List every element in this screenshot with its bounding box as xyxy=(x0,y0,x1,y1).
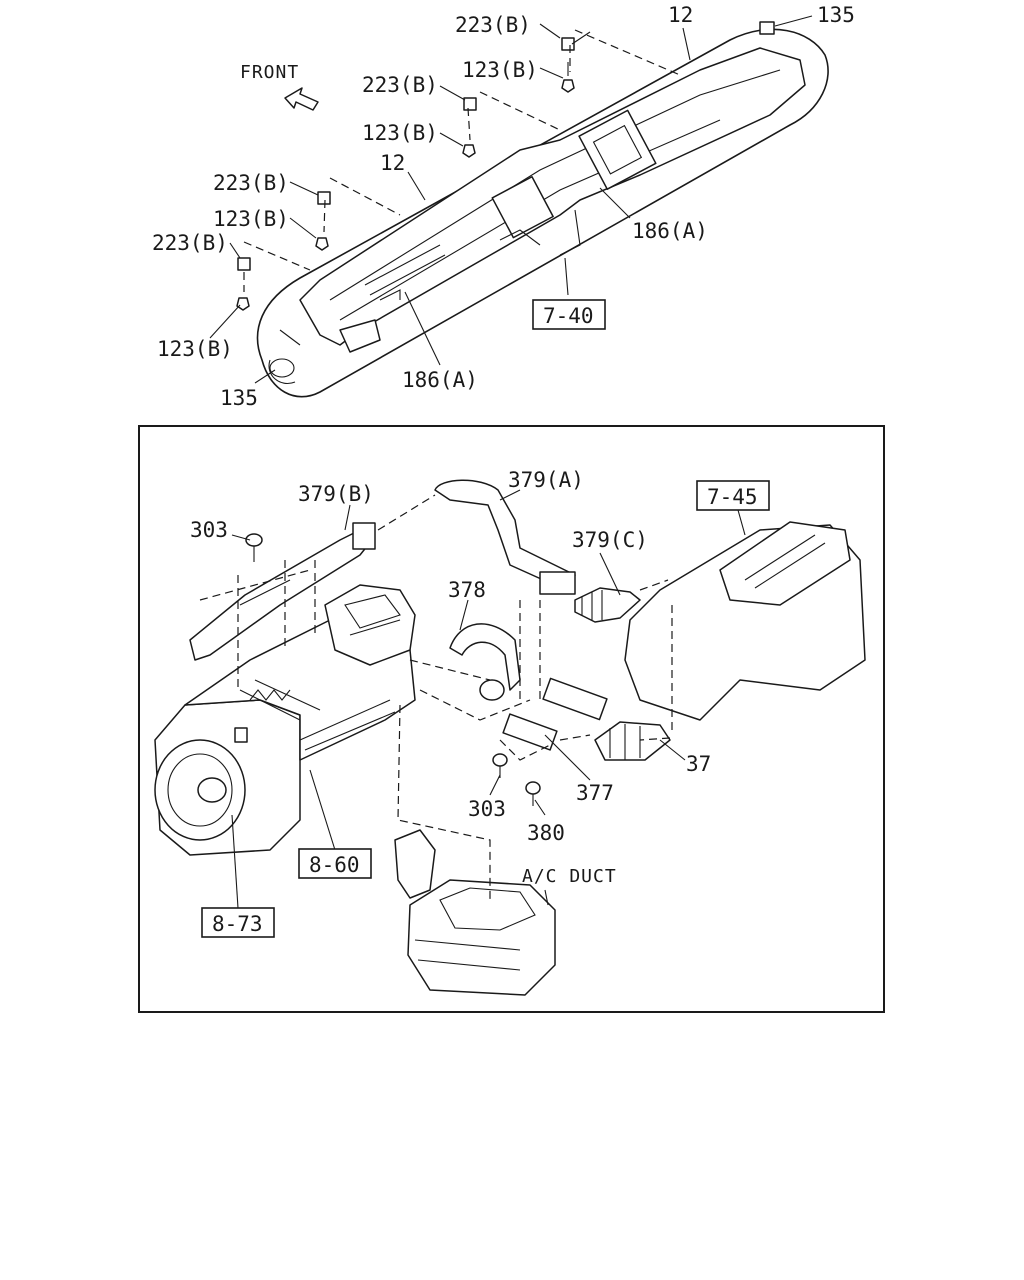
screw-380 xyxy=(525,781,541,806)
callout-123b-3: 123(B) xyxy=(213,207,289,231)
fastener-clip-4 xyxy=(237,257,251,271)
overhead-console-duct-assembly xyxy=(209,15,829,398)
ref-box-7-45 xyxy=(696,480,770,511)
callout-303-top: 303 xyxy=(190,518,228,542)
rear-outlet-grille xyxy=(719,521,851,606)
fastener-clip-2 xyxy=(463,97,477,111)
lower-detail-frame xyxy=(138,425,885,1013)
pipe-a xyxy=(542,677,608,721)
callout-377: 377 xyxy=(576,781,614,805)
callout-123b-1: 123(B) xyxy=(462,58,538,82)
callout-223b-3: 223(B) xyxy=(213,171,289,195)
callout-135-2: 135 xyxy=(220,386,258,410)
callout-378: 378 xyxy=(448,578,486,602)
ref-box-8-60 xyxy=(298,848,372,879)
callout-223b-1: 223(B) xyxy=(455,13,531,37)
screw-303-top xyxy=(245,533,263,562)
duct-outlet-right xyxy=(578,109,657,190)
fastener-screw-3 xyxy=(315,237,329,251)
callout-379b: 379(B) xyxy=(298,482,374,506)
screw-303-bottom xyxy=(492,753,508,778)
ref-box-7-45-label: 7-45 xyxy=(707,485,758,509)
callout-37: 37 xyxy=(686,752,711,776)
fastener-screw-4 xyxy=(236,297,250,311)
hose-378 xyxy=(449,623,521,691)
callout-223b-4: 223(B) xyxy=(152,231,228,255)
duct-end-left xyxy=(339,319,381,353)
callout-123b-4: 123(B) xyxy=(157,337,233,361)
duct-379a-connector xyxy=(539,571,576,595)
ref-box-8-73-label: 8-73 xyxy=(212,912,263,936)
connector-37 xyxy=(594,721,671,761)
ref-box-8-73 xyxy=(201,907,275,938)
fastener-135-top xyxy=(759,21,775,35)
duct-379a xyxy=(434,479,576,593)
ref-box-7-40 xyxy=(532,299,606,330)
callout-223b-2: 223(B) xyxy=(362,73,438,97)
callout-12-2: 12 xyxy=(380,151,405,175)
ref-box-8-60-label: 8-60 xyxy=(309,853,360,877)
duct-379b-connector xyxy=(352,522,376,550)
duct-379c xyxy=(574,587,641,623)
ref-box-7-40-label: 7-40 xyxy=(543,304,594,328)
callout-186a-2: 186(A) xyxy=(402,368,478,392)
front-arrow-icon xyxy=(284,87,319,111)
hvac-unit-assembly xyxy=(154,479,866,996)
callout-135-1: 135 xyxy=(817,3,855,27)
callout-123b-2: 123(B) xyxy=(362,121,438,145)
callout-12-1: 12 xyxy=(668,3,693,27)
fastener-clip-1 xyxy=(561,31,591,51)
fastener-screw-1 xyxy=(561,62,575,93)
callout-303-bottom: 303 xyxy=(468,797,506,821)
duct-outlet-center xyxy=(491,176,554,239)
ac-duct xyxy=(407,879,556,996)
ac-duct-bracket xyxy=(394,829,436,899)
fastener-clip-3 xyxy=(317,191,331,205)
callout-379a: 379(A) xyxy=(508,468,584,492)
fastener-screw-2 xyxy=(462,144,476,158)
callout-380: 380 xyxy=(527,821,565,845)
pipe-377 xyxy=(502,713,558,751)
callout-379c: 379(C) xyxy=(572,528,648,552)
callout-186a-1: 186(A) xyxy=(632,219,708,243)
ac-duct-label: A/C DUCT xyxy=(522,866,617,887)
front-label: FRONT xyxy=(240,62,299,83)
